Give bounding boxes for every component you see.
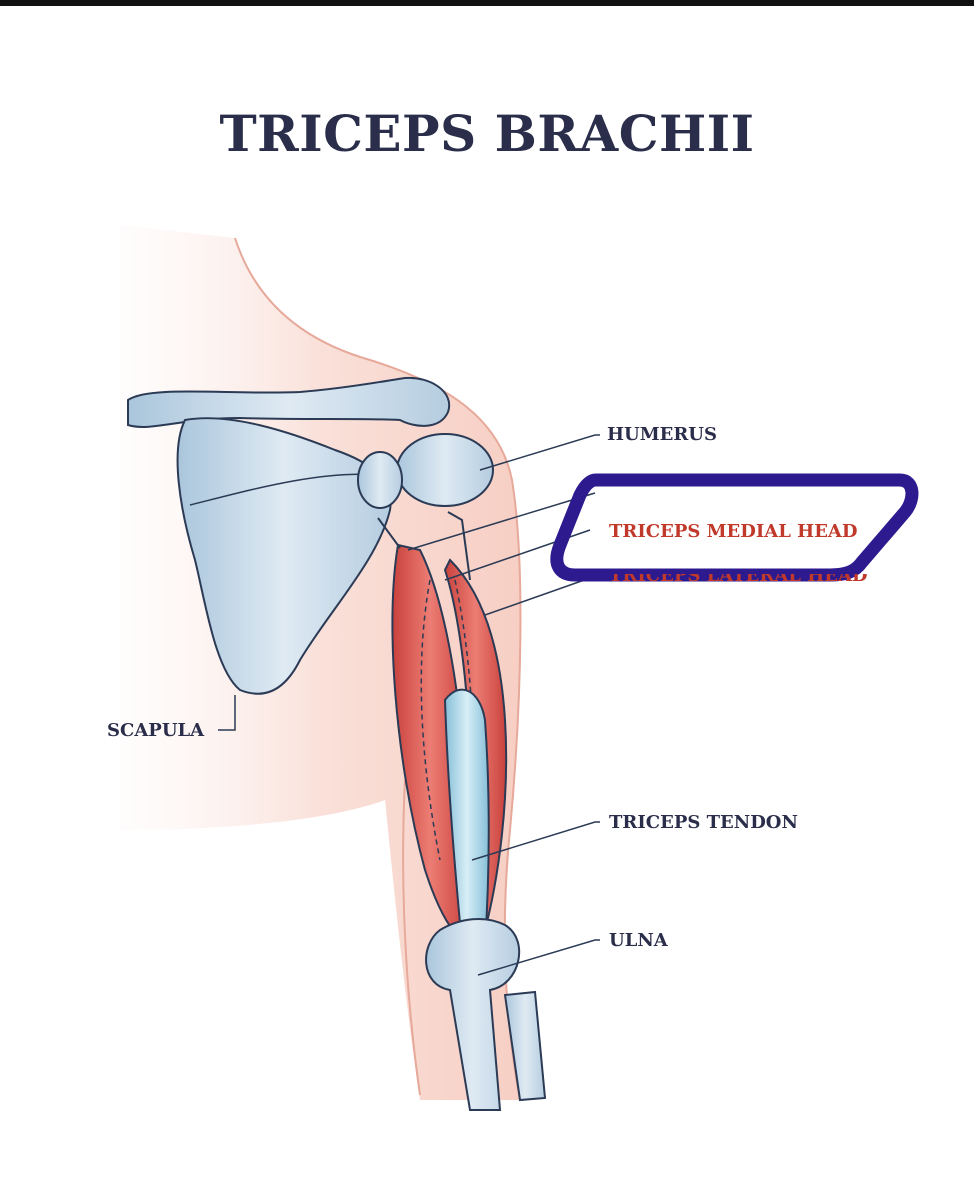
diagram-title: TRICEPS BRACHII — [219, 104, 755, 163]
humerus-head — [357, 433, 494, 509]
label-scapula: SCAPULA — [107, 720, 205, 741]
scapula-bone — [176, 417, 392, 695]
label-ulna: ULNA — [609, 930, 668, 951]
label-triceps-tendon: TRICEPS TENDON — [609, 812, 798, 833]
label-triceps-medial-head: TRICEPS MEDIAL HEAD — [609, 521, 858, 542]
label-humerus: HUMERUS — [607, 424, 718, 445]
highlight-marker-outline — [550, 473, 919, 582]
top-border — [0, 0, 974, 6]
label-triceps-lateral-head: TRICEPS LATERAL HEAD — [609, 565, 868, 586]
ulna-radius — [425, 918, 547, 1111]
clavicle — [127, 376, 451, 428]
triceps-tendon-shape — [443, 688, 490, 946]
